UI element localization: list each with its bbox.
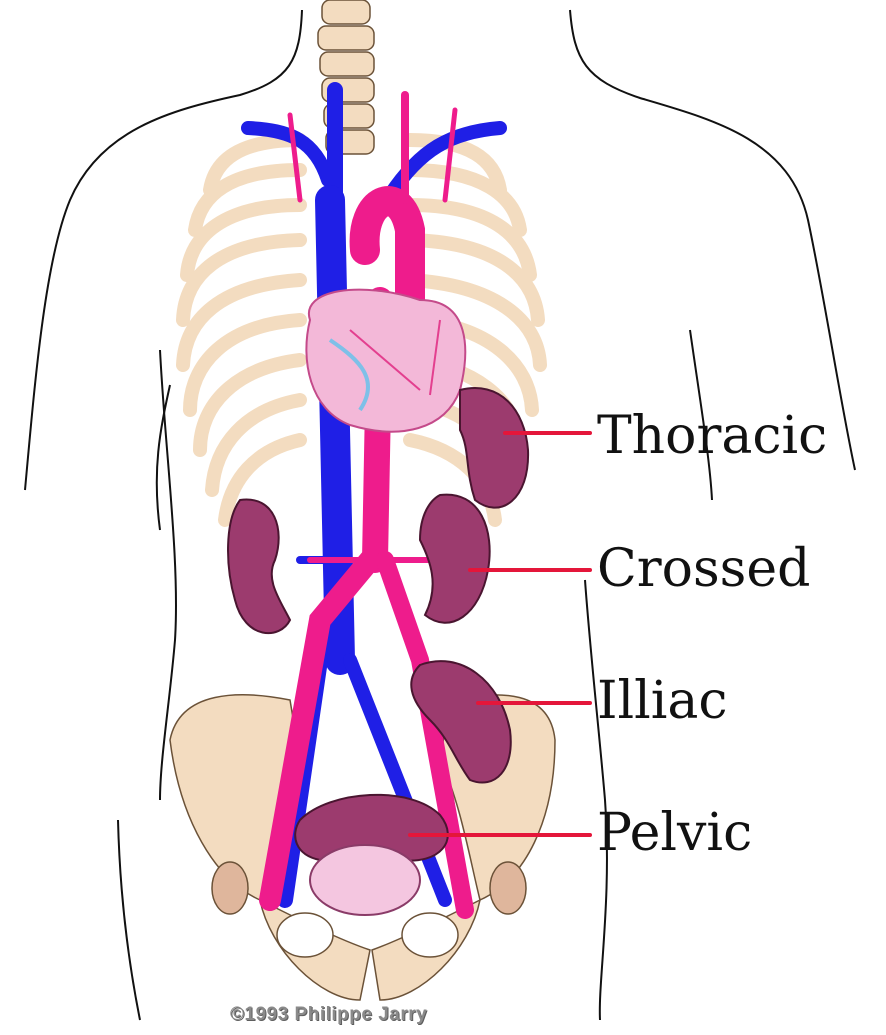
label-thoracic: Thoracic <box>597 410 827 462</box>
bladder <box>310 845 420 915</box>
thoracic-kidney <box>460 388 528 508</box>
spine <box>318 0 374 154</box>
label-pelvic: Pelvic <box>597 807 752 859</box>
label-crossed: Crossed <box>597 543 810 595</box>
heart <box>306 290 465 432</box>
normal-kidney <box>228 500 290 634</box>
copyright-watermark: ©1993 Philippe Jarry <box>230 1004 427 1026</box>
crossed-kidney <box>420 495 490 623</box>
label-illiac: Illiac <box>597 675 728 727</box>
